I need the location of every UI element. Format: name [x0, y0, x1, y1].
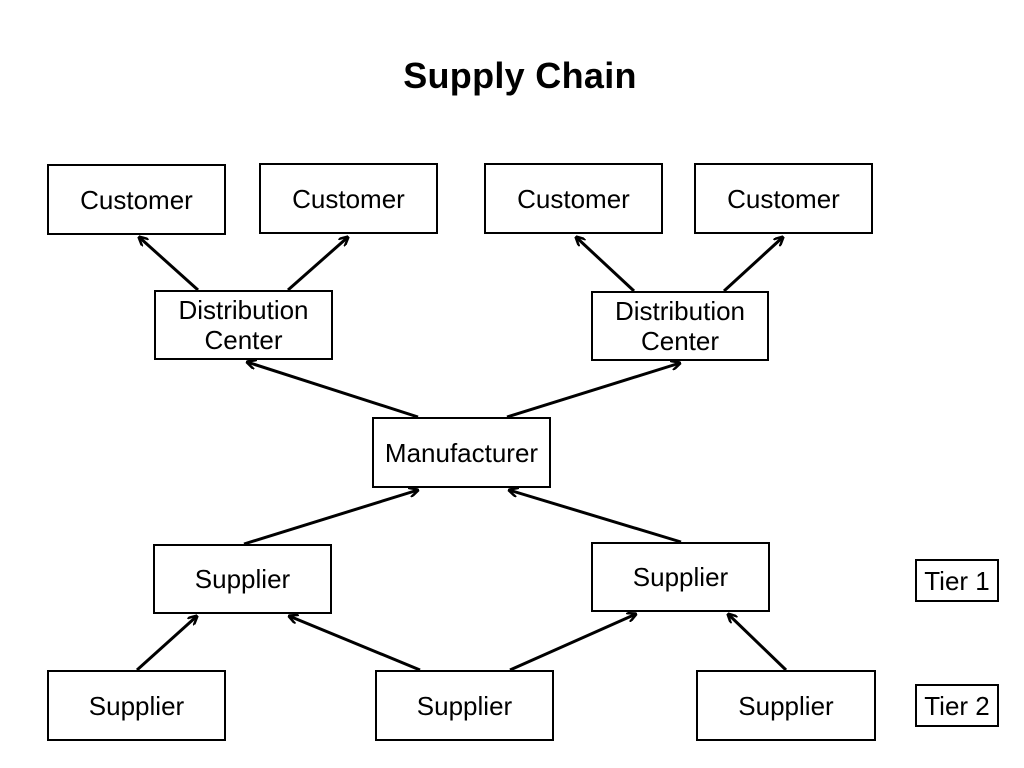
distribution-center-label-left-line-1: Distribution	[178, 295, 309, 325]
edge-distribution-left-to-customer-2	[287, 237, 348, 292]
distribution-center-label-right-line-1: Distribution	[614, 296, 746, 326]
tier-2-label-box: Tier 2	[915, 684, 999, 727]
customer-label-3: Customer	[517, 183, 630, 214]
diagram-title: Supply Chain	[403, 55, 637, 96]
tier2-supplier-label-right: Supplier	[738, 690, 834, 721]
tier1-supplier-node-right: Supplier	[591, 542, 770, 612]
edge-manufacturer-to-distribution-left	[247, 362, 419, 419]
edge-tier2-middle-to-tier1-right	[509, 614, 636, 672]
tier1-supplier-label-right: Supplier	[632, 562, 729, 592]
edge-distribution-right-to-customer-4	[722, 237, 783, 293]
edge-manufacturer-to-distribution-right	[506, 363, 680, 419]
edge-distribution-left-to-customer-1	[139, 237, 200, 292]
manufacturer-label: Manufacturer	[384, 437, 539, 468]
distribution-center-label-right-line-2: Center	[640, 326, 720, 356]
tier-1-label-box: Tier 1	[915, 559, 999, 602]
customer-node-3: Customer	[484, 163, 663, 234]
customer-label-2: Customer	[292, 183, 405, 214]
customer-node-1: Customer	[47, 164, 226, 235]
edge-tier1-left-to-manufacturer	[243, 490, 418, 546]
edge-distribution-right-to-customer-3	[576, 237, 636, 293]
tier-1-label: Tier 1	[924, 565, 990, 596]
customer-label-1: Customer	[80, 184, 193, 215]
edge-tier2-middle-to-tier1-left	[289, 616, 421, 672]
tier2-supplier-label-left: Supplier	[88, 690, 185, 721]
manufacturer-node: Manufacturer	[372, 417, 551, 488]
edge-tier2-right-to-tier1-right	[728, 614, 788, 672]
distribution-center-node-right: Distribution Center	[591, 291, 769, 361]
tier1-supplier-node-left: Supplier	[153, 544, 332, 614]
tier2-supplier-label-middle: Supplier	[416, 690, 513, 721]
tier1-supplier-label-left: Supplier	[194, 564, 291, 594]
edge-tier1-right-to-manufacturer	[509, 490, 682, 544]
customer-node-4: Customer	[694, 163, 873, 234]
customer-node-2: Customer	[259, 163, 438, 234]
distribution-center-label-left-line-2: Center	[204, 325, 283, 355]
tier-2-label: Tier 2	[924, 690, 990, 721]
customer-label-4: Customer	[727, 183, 840, 214]
tier2-supplier-node-right: Supplier	[696, 670, 876, 741]
distribution-center-node-left: Distribution Center	[154, 290, 333, 360]
tier2-supplier-node-left: Supplier	[47, 670, 226, 741]
edge-tier2-left-to-tier1-left	[135, 616, 197, 672]
tier2-supplier-node-middle: Supplier	[375, 670, 554, 741]
